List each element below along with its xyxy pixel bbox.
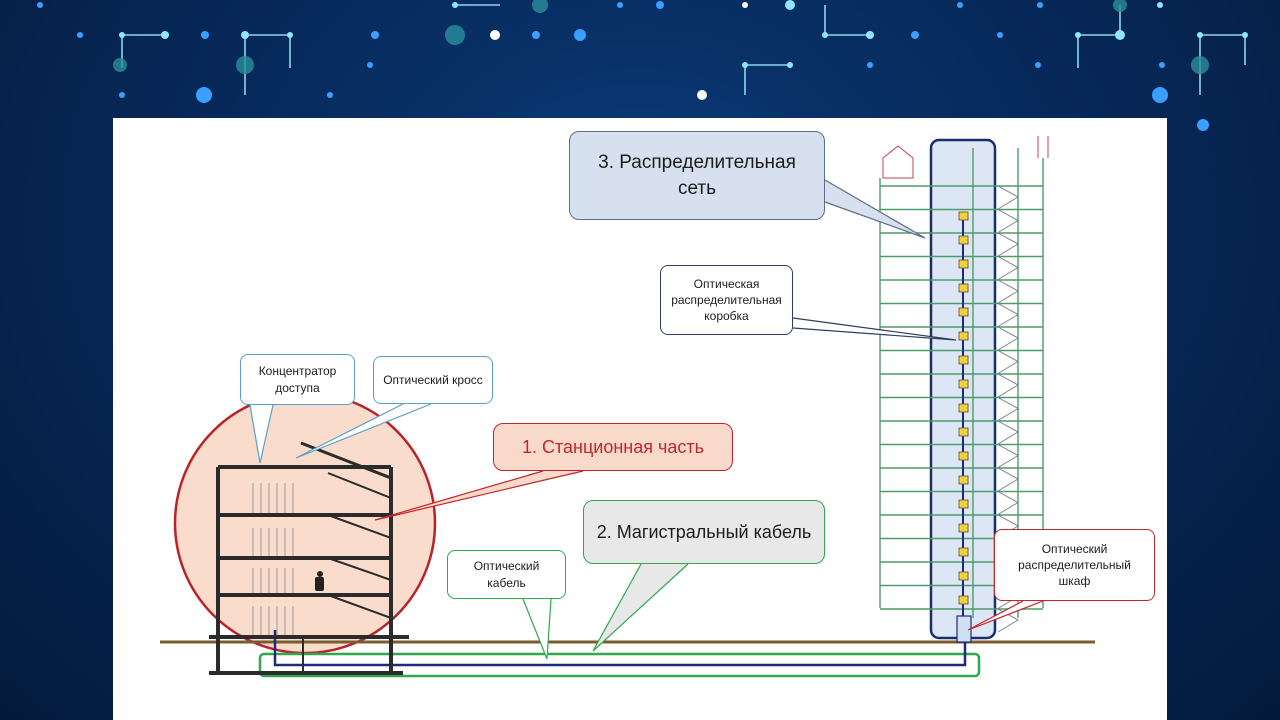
staircase-flight bbox=[997, 279, 1019, 304]
optical-distribution-box-marker bbox=[958, 499, 969, 509]
optical-distribution-box-marker bbox=[958, 355, 969, 365]
optical-distribution-box-marker bbox=[958, 211, 969, 221]
staircase-flight bbox=[997, 256, 1019, 280]
optical-distribution-box-marker bbox=[958, 595, 969, 605]
optical-distribution-box-marker bbox=[958, 571, 969, 581]
optical-distribution-box-marker bbox=[958, 523, 969, 533]
callout-trunk-cable: 2. Магистральный кабель bbox=[583, 500, 825, 564]
staircase-flight bbox=[997, 373, 1019, 398]
diagram-panel: Концентратор доступа Оптический кросс 1.… bbox=[113, 118, 1167, 720]
callout-distribution-network: 3. Распределительная сеть bbox=[569, 131, 825, 220]
optical-distribution-box-marker bbox=[958, 379, 969, 389]
ftth-network-diagram bbox=[160, 136, 1095, 678]
staircase-flight bbox=[997, 350, 1019, 374]
staircase-flight bbox=[997, 232, 1019, 257]
callout-distribution-cabinet: Оптический распределительный шкаф bbox=[994, 529, 1155, 601]
optical-distribution-box-marker bbox=[958, 235, 969, 245]
callout-optical-cable: Оптический кабель bbox=[447, 550, 566, 599]
callout-concentrator: Концентратор доступа bbox=[240, 354, 355, 405]
staircase-flight bbox=[997, 467, 1019, 492]
callout-pointers bbox=[249, 179, 1044, 660]
optical-distribution-box-marker bbox=[958, 403, 969, 413]
trunk-cable-outline bbox=[258, 652, 981, 678]
optical-distribution-box-marker bbox=[958, 331, 969, 341]
staircase-flight bbox=[997, 420, 1019, 445]
optical-distribution-box-marker bbox=[958, 451, 969, 461]
staircase-flight bbox=[997, 209, 1019, 233]
station-building bbox=[209, 441, 409, 675]
staircase-flight bbox=[997, 326, 1019, 351]
optical-distribution-box-marker bbox=[958, 475, 969, 485]
highrise-building bbox=[879, 136, 1049, 643]
callout-station-part: 1. Станционная часть bbox=[493, 423, 733, 471]
optical-distribution-box-marker bbox=[958, 427, 969, 437]
optical-distribution-box-marker bbox=[958, 259, 969, 269]
staircase-flight bbox=[997, 303, 1019, 327]
staircase-flight bbox=[997, 185, 1019, 210]
optical-distribution-box-marker bbox=[958, 283, 969, 293]
staircase-flight bbox=[997, 491, 1019, 515]
person-silhouette bbox=[315, 571, 324, 591]
optical-distribution-box-marker bbox=[958, 307, 969, 317]
staircase-flight bbox=[997, 444, 1019, 468]
optical-distribution-box-marker bbox=[958, 547, 969, 557]
callout-distribution-box: Оптическая распределительная коробка bbox=[660, 265, 793, 335]
staircase-flight bbox=[997, 397, 1019, 421]
optical-cable-path bbox=[273, 630, 967, 667]
station-zone-circle bbox=[173, 391, 437, 655]
callout-optical-cross: Оптический кросс bbox=[373, 356, 493, 404]
